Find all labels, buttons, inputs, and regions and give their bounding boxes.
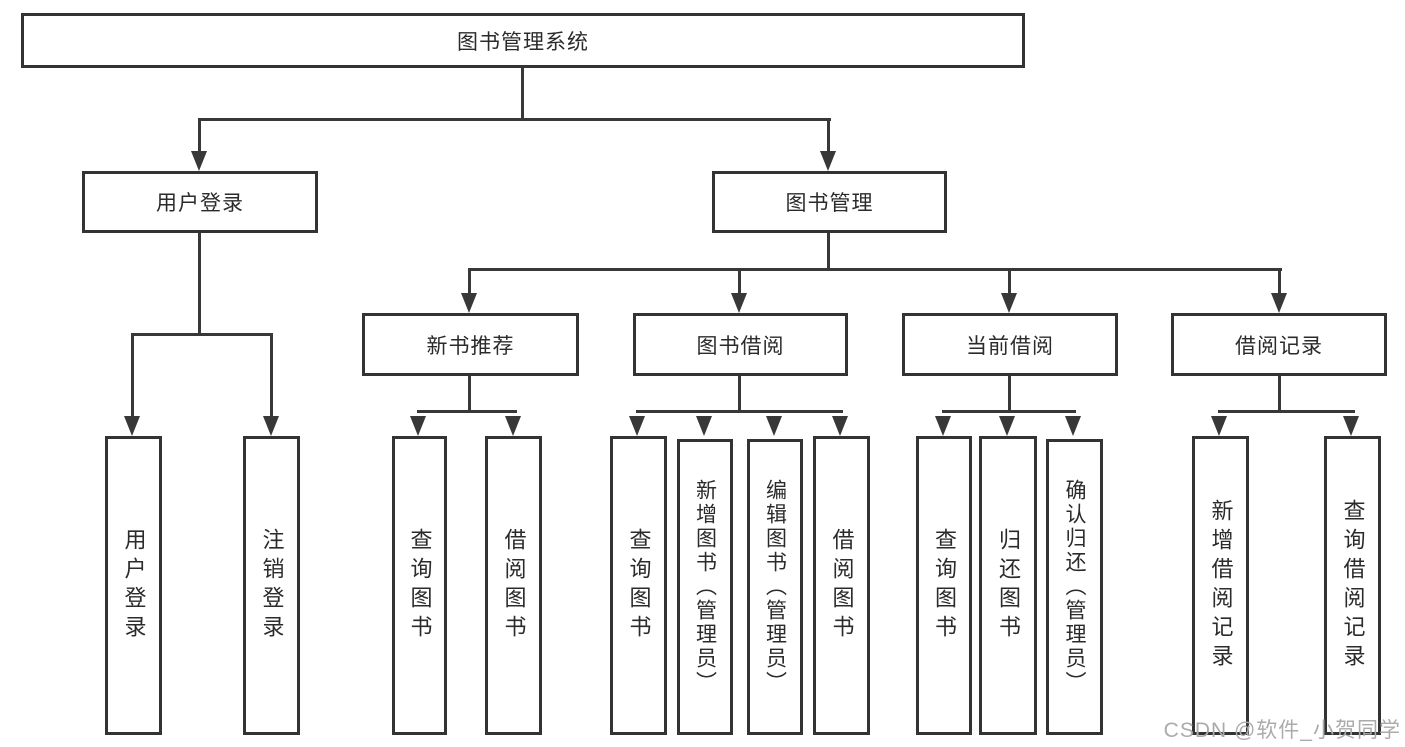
connector-book-mgmt-stem	[827, 233, 830, 268]
connector-new-book-bar	[417, 410, 517, 413]
node-leaf-add-books-admin: 新增图书（管理员）	[677, 439, 733, 735]
connector-to-leaf-logout	[270, 333, 273, 416]
node-leaf-confirm-return-admin-label: 确认归还（管理员）	[1063, 479, 1086, 695]
node-book-management: 图书管理	[712, 171, 947, 233]
node-leaf-return-books-label: 归还图书	[996, 527, 1021, 644]
connector-current-borrow-stem	[1008, 376, 1011, 413]
node-library-system: 图书管理系统	[21, 13, 1025, 68]
connector-book-borrow-stem	[738, 376, 741, 413]
watermark: CSDN @软件_小贺同学	[1163, 719, 1401, 742]
arrow-new-book	[461, 293, 477, 313]
connector-to-book-mgmt	[827, 118, 830, 152]
node-leaf-query-books-newbook: 查询图书	[392, 436, 447, 735]
node-leaf-add-borrow-record: 新增借阅记录	[1192, 436, 1249, 735]
connector-book-borrow-bar	[636, 410, 843, 413]
connector-to-borrow-record	[1278, 268, 1281, 293]
node-leaf-logout-login: 注销登录	[243, 436, 300, 735]
node-leaf-borrow-books-newbook: 借阅图书	[485, 436, 542, 735]
connector-user-login-stem	[198, 233, 201, 333]
connector-to-user-login	[198, 118, 201, 152]
node-book-management-label: 图书管理	[785, 192, 874, 215]
arrow-cb-query	[935, 416, 951, 436]
arrow-br-add	[1211, 416, 1227, 436]
node-leaf-add-borrow-record-label: 新增借阅记录	[1208, 498, 1234, 673]
connector-borrow-record-bar	[1218, 410, 1355, 413]
connector-borrow-record-stem	[1278, 376, 1281, 413]
node-current-borrowing-label: 当前借阅	[966, 334, 1054, 358]
arrow-bb-add	[696, 416, 712, 436]
arrow-br-query	[1343, 416, 1359, 436]
node-leaf-borrow-books-borrow-label: 借阅图书	[829, 527, 855, 644]
node-library-system-label: 图书管理系统	[457, 30, 589, 54]
node-leaf-query-borrow-record: 查询借阅记录	[1324, 436, 1381, 735]
connector-book-mgmt-bar	[468, 268, 1282, 271]
node-leaf-query-books-borrow-label: 查询图书	[626, 527, 652, 644]
connector-to-book-borrow	[738, 268, 741, 293]
arrow-cb-return	[999, 416, 1015, 436]
arrow-nb-borrow	[505, 416, 521, 436]
arrow-user-login	[191, 151, 207, 171]
arrow-leaf-login	[124, 416, 140, 436]
arrow-borrow-record	[1271, 293, 1287, 313]
node-user-login-group: 用户登录	[82, 171, 318, 233]
arrow-bb-edit	[766, 416, 782, 436]
arrow-current-borrow	[1001, 293, 1017, 313]
connector-to-new-book	[468, 268, 471, 293]
connector-to-leaf-login	[131, 333, 134, 416]
connector-current-borrow-bar	[942, 410, 1076, 413]
arrow-bb-query	[629, 416, 645, 436]
connector-new-book-stem	[468, 376, 471, 413]
node-leaf-query-borrow-record-label: 查询借阅记录	[1340, 498, 1366, 673]
arrow-nb-query	[410, 416, 426, 436]
node-leaf-add-books-admin-label: 新增图书（管理员）	[693, 479, 717, 695]
node-leaf-query-books-newbook-label: 查询图书	[407, 527, 433, 644]
arrow-leaf-logout	[263, 416, 279, 436]
node-leaf-borrow-books-borrow: 借阅图书	[813, 436, 870, 735]
node-leaf-query-books-current: 查询图书	[916, 436, 972, 735]
node-book-borrowing-label: 图书借阅	[696, 334, 785, 358]
node-leaf-user-login-label: 用户登录	[121, 527, 147, 644]
node-new-book-recommend: 新书推荐	[362, 313, 579, 376]
node-borrowing-records: 借阅记录	[1171, 313, 1387, 376]
connector-root-bar	[198, 118, 831, 121]
node-leaf-borrow-books-newbook-label: 借阅图书	[501, 527, 527, 644]
arrow-book-mgmt	[820, 151, 836, 171]
node-leaf-logout-login-label: 注销登录	[259, 527, 285, 644]
arrow-bb-borrow	[832, 416, 848, 436]
node-current-borrowing: 当前借阅	[902, 313, 1118, 376]
node-leaf-query-books-current-label: 查询图书	[932, 527, 957, 644]
arrow-book-borrow	[731, 293, 747, 313]
arrow-cb-confirm	[1065, 416, 1081, 436]
connector-user-login-bar	[131, 333, 273, 336]
node-book-borrowing: 图书借阅	[633, 313, 848, 376]
node-borrowing-records-label: 借阅记录	[1235, 334, 1323, 358]
node-leaf-edit-books-admin-label: 编辑图书（管理员）	[763, 479, 787, 695]
node-user-login-group-label: 用户登录	[156, 192, 244, 215]
node-leaf-return-books: 归还图书	[979, 436, 1037, 735]
node-leaf-query-books-borrow: 查询图书	[610, 436, 667, 735]
node-leaf-confirm-return-admin: 确认归还（管理员）	[1046, 439, 1103, 735]
connector-root-stem	[521, 68, 524, 118]
connector-to-current-borrow	[1008, 268, 1011, 293]
node-new-book-recommend-label: 新书推荐	[426, 334, 515, 358]
node-leaf-user-login: 用户登录	[105, 436, 162, 735]
node-leaf-edit-books-admin: 编辑图书（管理员）	[747, 439, 803, 735]
